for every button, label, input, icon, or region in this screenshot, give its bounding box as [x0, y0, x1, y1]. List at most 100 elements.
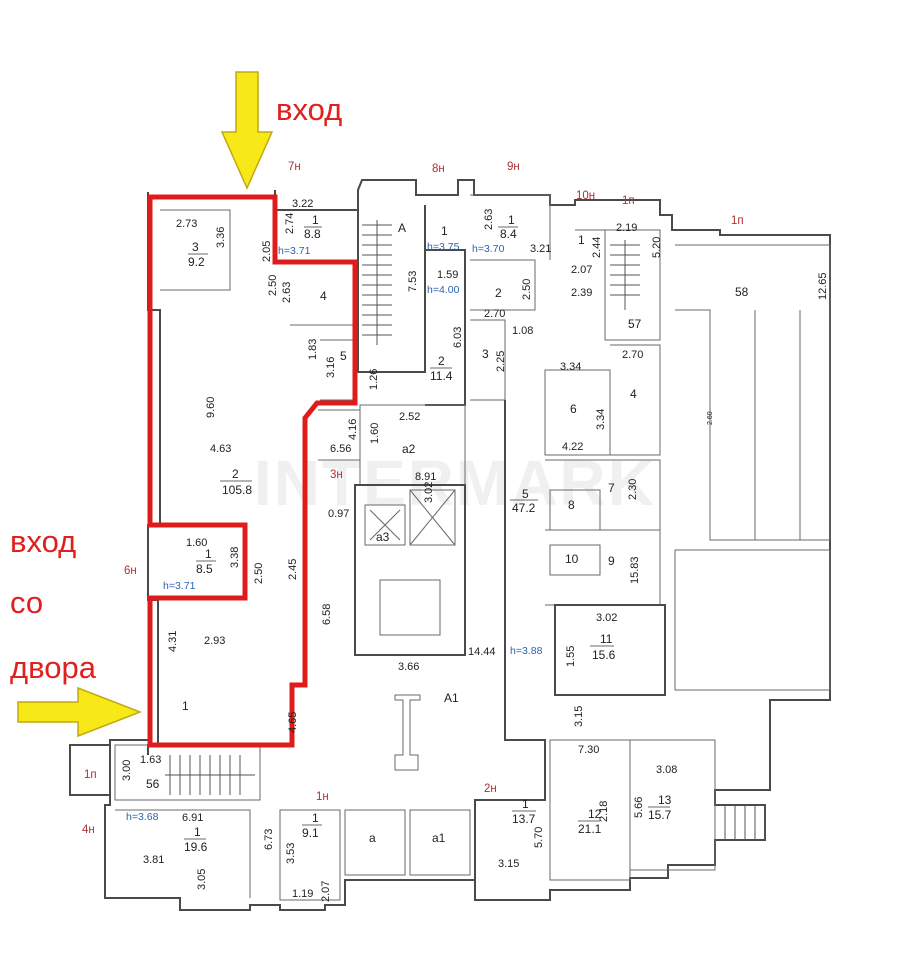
dimension-label: 1.59	[437, 269, 458, 281]
entrance-top-label: вход	[276, 92, 342, 127]
room-area: 15.6	[592, 648, 616, 662]
dimension-label: 6.56	[330, 443, 351, 455]
dimension-label: 6.91	[182, 812, 203, 824]
dimension-label: 3.66	[398, 661, 419, 673]
height-label: h=4.00	[427, 284, 460, 296]
room-number: 1	[522, 797, 529, 811]
dimension-label: 5.70	[533, 827, 545, 848]
room-number: 8	[568, 498, 575, 512]
dimension-label: 14.44	[468, 646, 496, 658]
dimension-label: 2.63	[483, 209, 495, 230]
room-number: a1	[432, 831, 446, 845]
axis-label: 7н	[288, 161, 301, 173]
room-number: 6	[570, 402, 577, 416]
dimension-label: 2.25	[495, 351, 507, 372]
dimension-label: 3.02	[423, 482, 435, 503]
dimension-label: 1.60	[369, 423, 381, 444]
dimension-label: 5.66	[633, 797, 645, 818]
dimension-label: 4.16	[347, 419, 359, 440]
dimension-label: 3.15	[573, 706, 585, 727]
room-number: 5	[340, 349, 347, 363]
room-number: 1	[441, 224, 448, 238]
building-walls	[69, 179, 831, 911]
dimension-label: 2.44	[591, 237, 603, 258]
dimension-label: 2.50	[253, 563, 265, 584]
axis-label: 6н	[124, 565, 137, 577]
room-area: 11.4	[430, 369, 453, 383]
axis-label: 9н	[507, 161, 520, 173]
axis-label: 2н	[484, 783, 497, 795]
room-areas: 9.2 8.8 11.4 8.4 105.8 47.2 8.5 15.6 13.…	[184, 227, 672, 854]
height-label: h=3.68	[126, 811, 159, 823]
room-number: 10	[565, 552, 579, 566]
room-area: 8.5	[196, 562, 213, 576]
dimension-label: 3.00	[121, 760, 133, 781]
dimension-label: 3.81	[143, 854, 164, 866]
dimension-label: 2.07	[571, 264, 592, 276]
staircase-a	[362, 220, 392, 345]
dimension-label: 3.38	[229, 547, 241, 568]
room-number: 4	[320, 289, 327, 303]
axis-label: 1н	[316, 791, 329, 803]
room-area: 9.1	[302, 826, 319, 840]
room-area: 21.1	[578, 822, 602, 836]
height-label: h=3.88	[510, 645, 543, 657]
room-number: 1	[182, 699, 189, 713]
dimension-label: 2.74	[284, 213, 296, 234]
room-area: 47.2	[512, 501, 536, 515]
room-number: 5	[522, 487, 529, 501]
axis-label: 4н	[82, 824, 95, 836]
staircase-56	[165, 755, 255, 795]
dimension-label: 2.63	[281, 282, 293, 303]
room-area: 9.2	[188, 255, 205, 269]
axis-labels: 7н 8н 9н 10н 1п 1п 3н 6н 1п 4н 1н 2н	[82, 161, 744, 836]
dimension-label: 2.93	[204, 635, 225, 647]
room-area: 19.6	[184, 840, 208, 854]
room-numbers: 3 1 4 5 A 1 2 1 2 3 1 57 58 6 4 a2 2 1 a…	[146, 213, 749, 845]
room-number: 58	[735, 285, 749, 299]
room-number: 57	[628, 317, 642, 331]
room-number: A1	[444, 691, 459, 705]
dimension-label: 3.05	[196, 869, 208, 890]
axis-label: 1п	[731, 215, 744, 227]
room-number: a3	[376, 530, 390, 544]
room-number: 3	[482, 347, 489, 361]
room-number: 1	[194, 825, 201, 839]
dimension-label: 3.53	[285, 843, 297, 864]
dimension-label: 4.31	[167, 631, 179, 652]
dimension-label: 0.97	[328, 508, 349, 520]
room-number: 13	[658, 793, 672, 807]
dimension-label: 2.60	[707, 411, 714, 425]
room-number: 56	[146, 777, 160, 791]
dimension-label: 2.07	[320, 881, 332, 902]
axis-label: 1п	[84, 769, 97, 781]
dimension-label: 2.45	[287, 559, 299, 580]
dimension-label: 4.63	[210, 443, 231, 455]
room-number: 4	[630, 387, 637, 401]
axis-label: 8н	[432, 163, 445, 175]
room-area: 8.4	[500, 227, 517, 241]
dimensions-vertical: 3.36 2.74 2.05 7.53 2.63 2.44 5.20 12.65…	[121, 209, 829, 902]
axis-label: 10н	[576, 190, 595, 202]
room-number: a2	[402, 442, 416, 456]
dimension-label: 3.15	[498, 858, 519, 870]
entrance-arrow-down-icon	[220, 71, 274, 190]
dimension-label: 3.34	[595, 409, 607, 430]
room-number: 1	[578, 233, 585, 247]
dimension-label: 3.08	[656, 764, 677, 776]
staircase-57	[610, 240, 640, 310]
entrance-yard-label-2: со	[10, 585, 43, 620]
room-number: 7	[608, 481, 615, 495]
room-area: 105.8	[222, 483, 252, 497]
dimension-label: 5.20	[651, 237, 663, 258]
area-underlines	[184, 226, 670, 840]
staircase-right	[724, 805, 766, 840]
dimension-label: 9.60	[205, 397, 217, 418]
dimension-label: 12.65	[817, 272, 829, 300]
dimension-label: 2.18	[598, 801, 610, 822]
room-number: A	[398, 221, 406, 235]
entrance-yard-label-1: вход	[10, 524, 76, 559]
dimension-label: 6.73	[263, 829, 275, 850]
room-number: 1	[508, 213, 515, 227]
